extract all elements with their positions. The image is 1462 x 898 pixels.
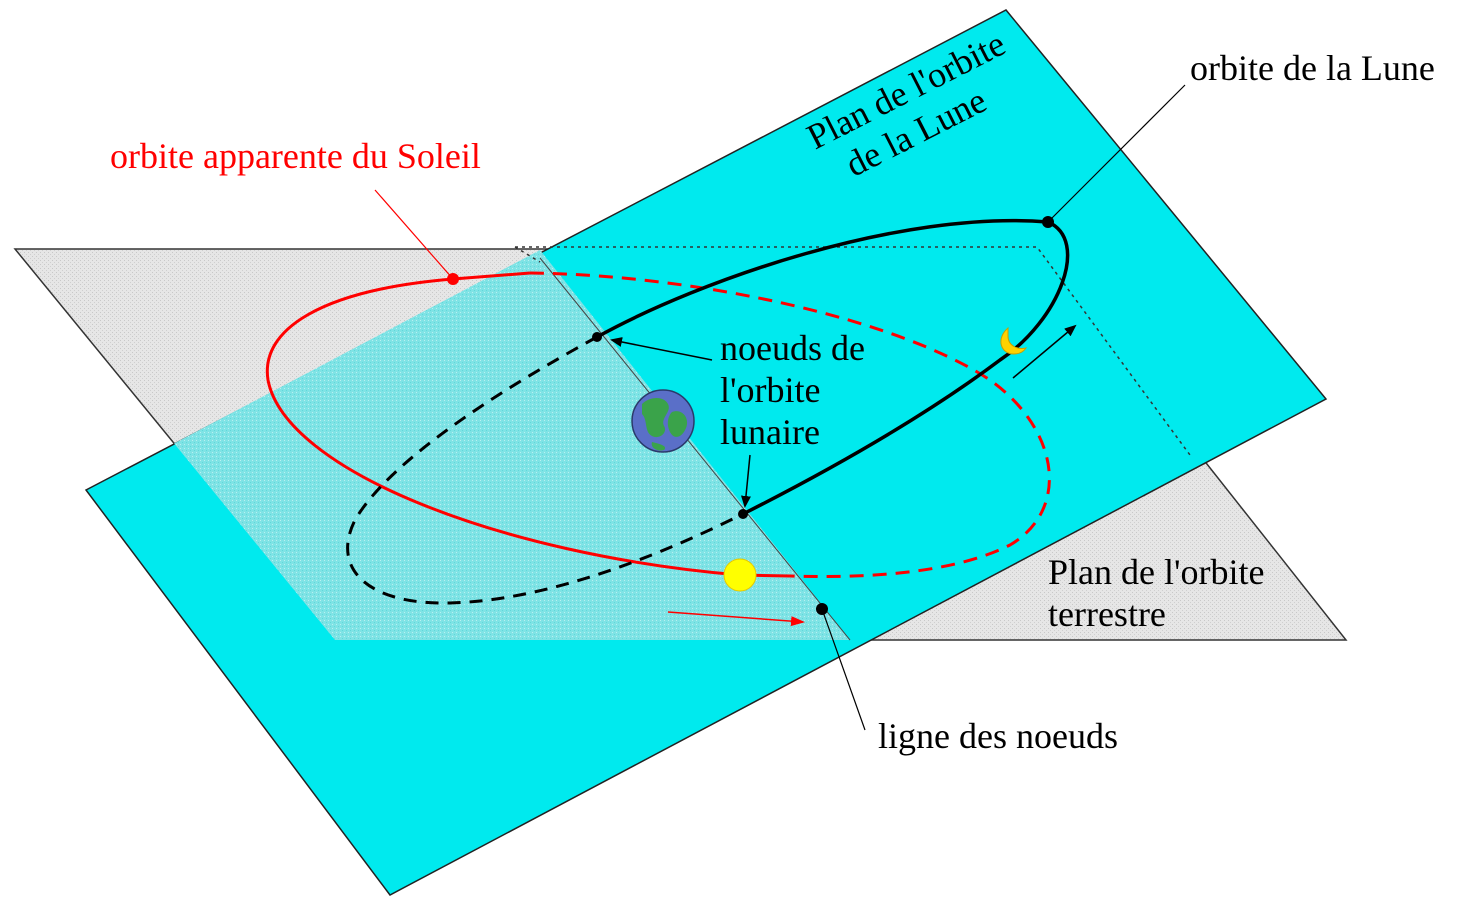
moon-orbit-label: orbite de la Lune: [1190, 48, 1435, 88]
plane-overlap-region: [86, 250, 850, 640]
sun-icon: [723, 558, 757, 592]
node-point-upper: [592, 332, 602, 342]
node-point-lower: [738, 509, 748, 519]
sun-orbit-dashed: [529, 271, 1051, 578]
moon-orbit-solid: [596, 218, 1070, 516]
sun-orbit-leader: [374, 189, 454, 280]
earth-plane-label: Plan de l'orbite terrestre: [1048, 552, 1273, 634]
earth-plane-hidden-edge-left: [514, 246, 541, 263]
node-arrow-lower: [740, 454, 751, 508]
earth-plane-hidden-edge: [515, 246, 1191, 456]
sun-orbit-solid: [265, 277, 791, 578]
crescent-moon-icon: [1000, 326, 1028, 355]
earth-icon: [631, 389, 695, 453]
moon-orbit-dashed: [346, 335, 744, 605]
moon-orbit-leader: [1047, 84, 1186, 223]
node-arrow-upper: [610, 337, 713, 361]
nodes-label: noeuds de l'orbite lunaire: [720, 328, 874, 452]
sun-direction-arrow: [667, 611, 805, 627]
moon-direction-arrow: [1012, 324, 1077, 379]
line-of-nodes-label: ligne des noeuds: [878, 716, 1118, 756]
sun-orbit-solid-top: [452, 271, 531, 281]
lunar-orbit-plane: [84, 9, 1328, 896]
sun-orbit-label: orbite apparente du Soleil: [110, 136, 481, 176]
line-of-nodes-leader: [821, 608, 866, 731]
line-of-nodes: [539, 257, 851, 641]
